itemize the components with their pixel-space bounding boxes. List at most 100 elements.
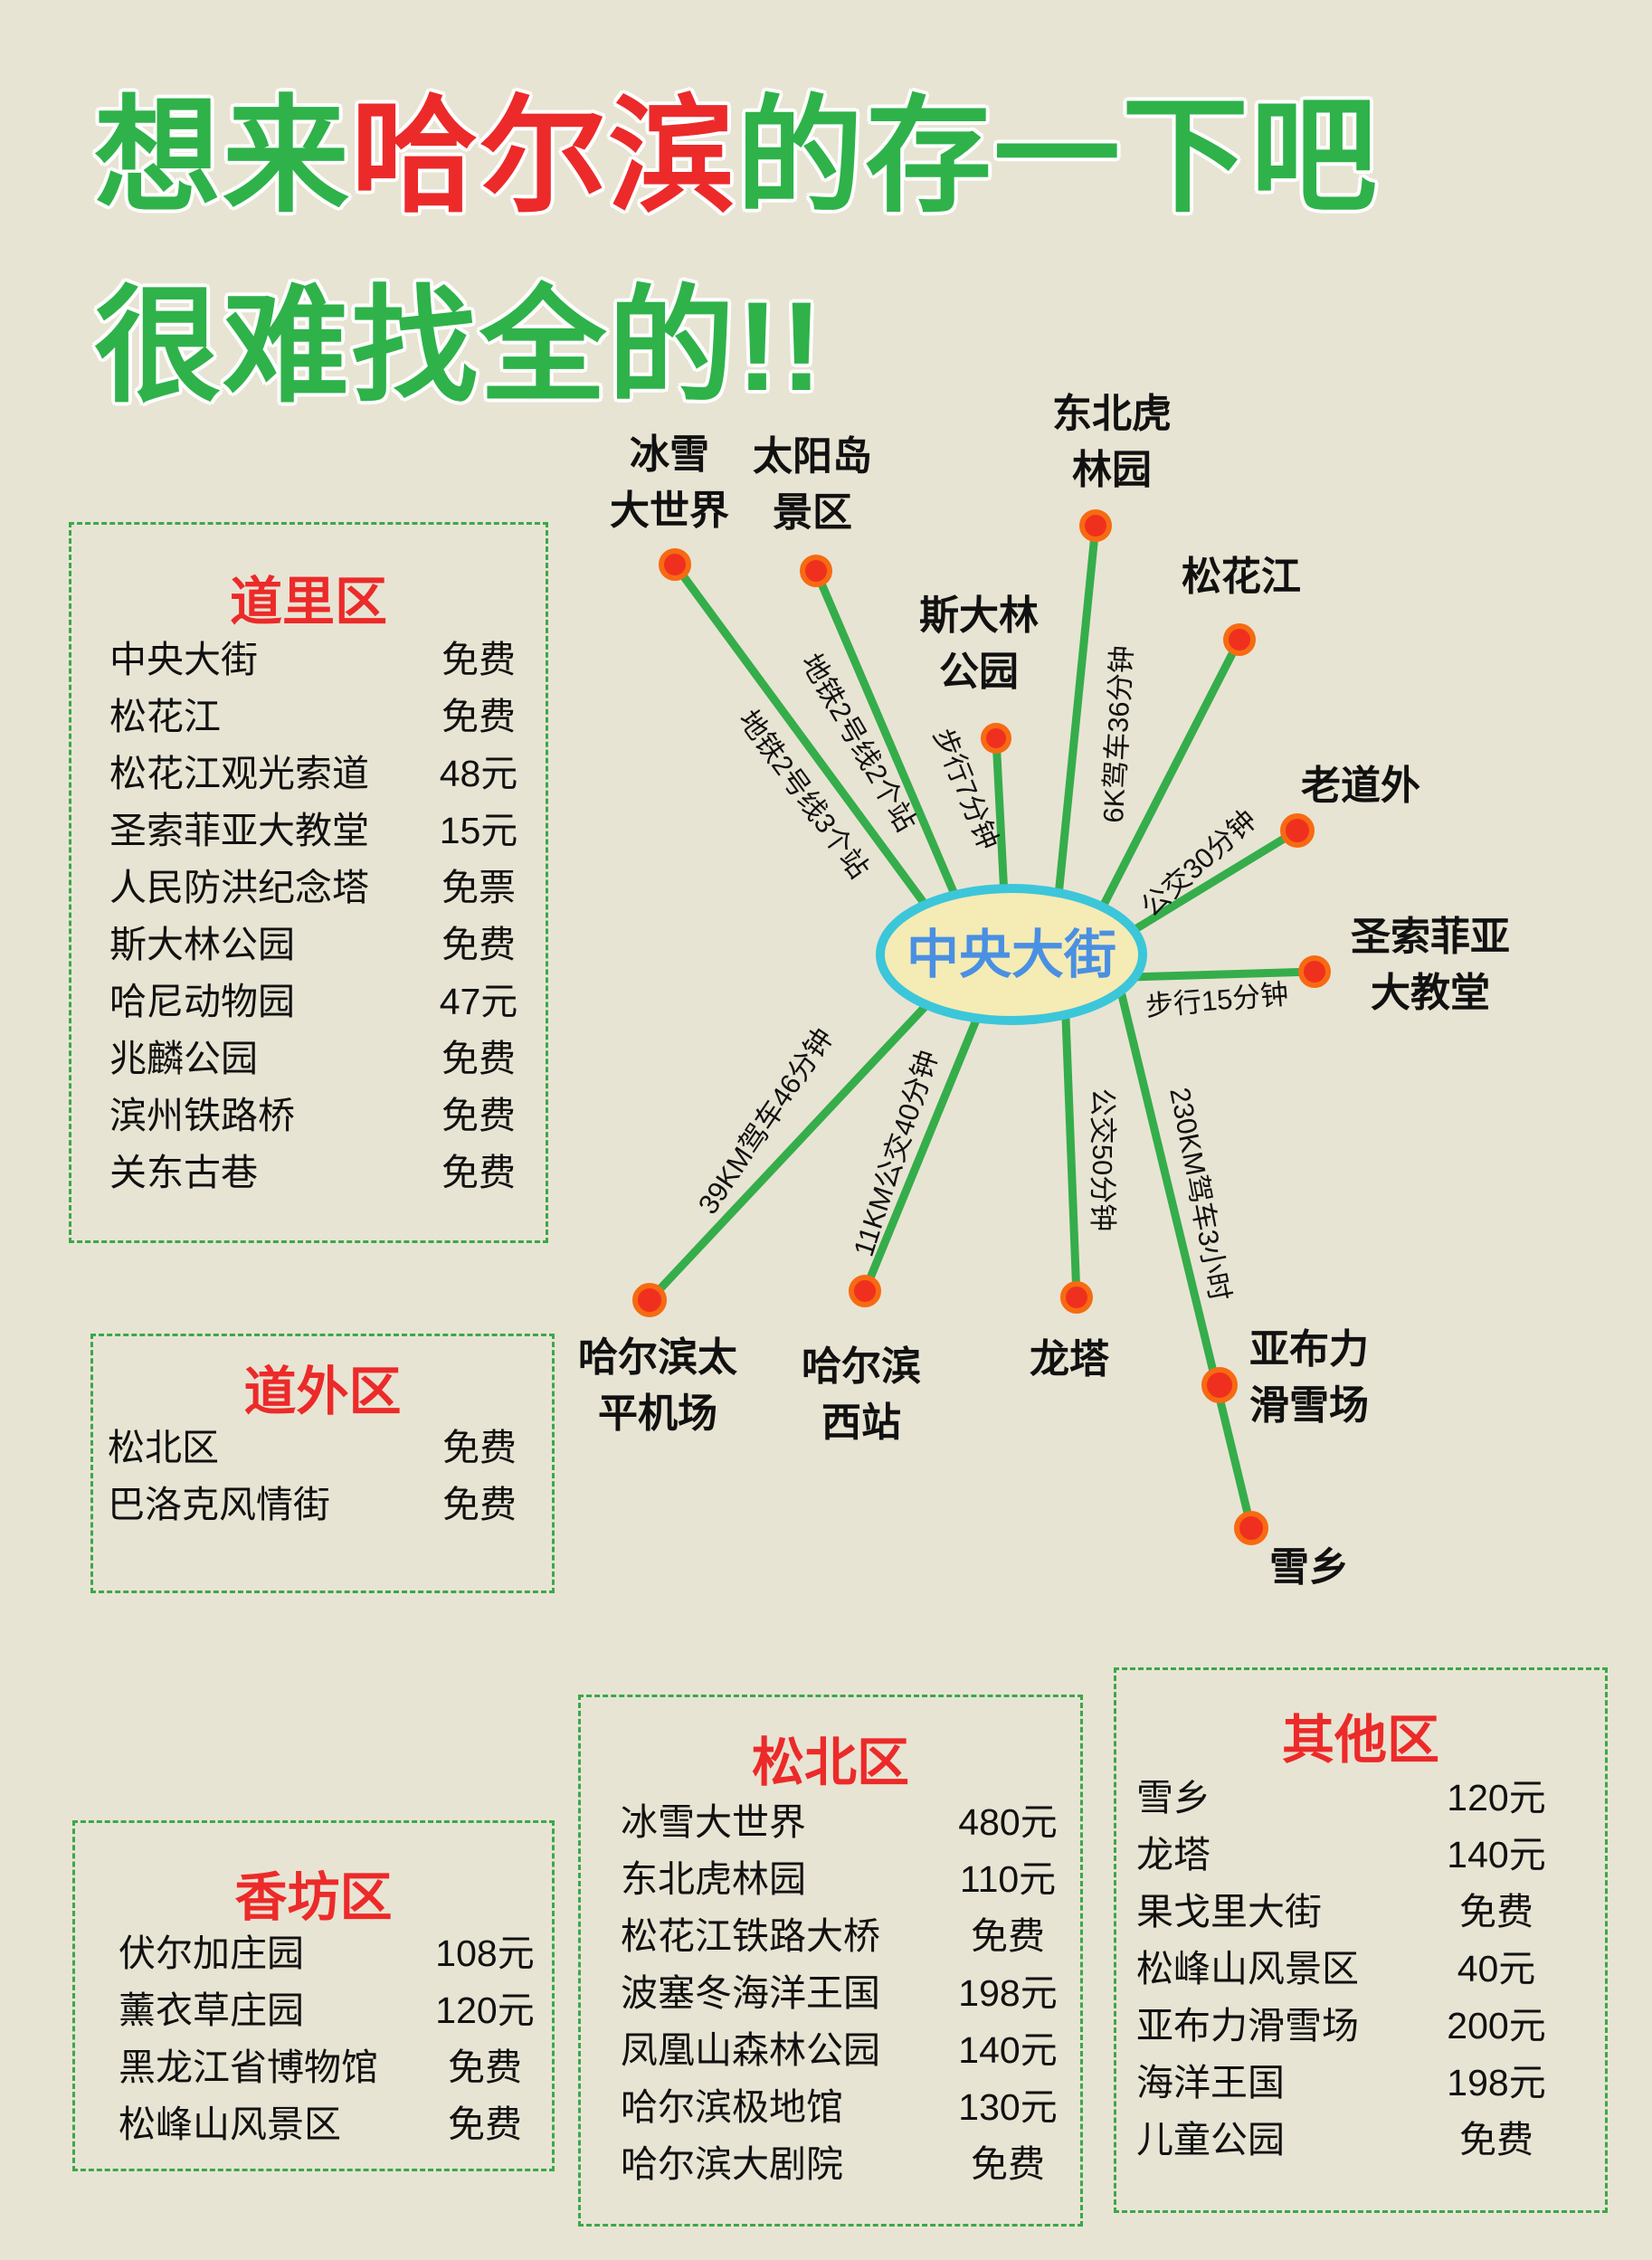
node-label-xuexiang: 雪乡 bbox=[1269, 1545, 1349, 1590]
attraction-row: 儿童公园 免费 bbox=[1136, 2112, 1551, 2169]
attraction-row: 波塞冬海洋王国 198元 bbox=[621, 1965, 1062, 2022]
line-songhuajiang bbox=[1099, 635, 1244, 909]
attraction-name: 圣索菲亚大教堂 bbox=[109, 810, 369, 851]
attraction-name: 东北虎林园 bbox=[621, 1858, 806, 1900]
attraction-name: 关东古巷 bbox=[109, 1152, 258, 1193]
edge-label-shengsuofeiya: 步行15分钟 bbox=[1144, 978, 1290, 1022]
district-title: 道里区 bbox=[229, 573, 387, 631]
attraction-price: 480元 bbox=[958, 1801, 1058, 1843]
attraction-row: 斯大林公园 免费 bbox=[109, 916, 533, 973]
attraction-price: 140元 bbox=[1447, 1834, 1546, 1875]
attraction-name: 伏尔加庄园 bbox=[119, 1932, 304, 1974]
title-segment-highlight: 哈尔滨 bbox=[351, 85, 737, 227]
page-title-line2: 很难找全的!! bbox=[94, 275, 825, 417]
attraction-row: 松花江铁路大桥免费 bbox=[621, 1908, 1062, 1965]
attraction-row: 兆麟公园免费 bbox=[109, 1030, 533, 1087]
attraction-price: 40元 bbox=[1457, 1948, 1536, 1989]
dot-laodaowai bbox=[1280, 813, 1315, 848]
node-label-yabuli: 亚布力 滑雪场 bbox=[1249, 1327, 1369, 1428]
attraction-name: 滨州铁路桥 bbox=[109, 1095, 295, 1136]
district-box-daowai: 道外区 松北区免费巴洛克风情街免费 bbox=[90, 1334, 555, 1593]
node-label-bingxue: 冰雪 大世界 bbox=[610, 432, 729, 533]
attraction-row: 松峰山风景区免费 bbox=[119, 2096, 539, 2153]
attraction-row: 巴洛克风情街 免费 bbox=[108, 1477, 534, 1534]
center-node bbox=[876, 884, 1147, 1025]
attraction-name: 波塞冬海洋王国 bbox=[621, 1972, 880, 2014]
attraction-name: 亚布力滑雪场 bbox=[1136, 2005, 1359, 2046]
attraction-row: 中央大街免费 bbox=[109, 631, 533, 688]
attraction-price: 免费 bbox=[441, 696, 516, 737]
title-segment: 想来 bbox=[94, 85, 352, 227]
attraction-price: 120元 bbox=[1447, 1777, 1546, 1818]
line-longta bbox=[1061, 1013, 1081, 1302]
node-label-taiyangdao: 太阳岛 景区 bbox=[753, 434, 872, 535]
attraction-name: 松北区 bbox=[108, 1427, 219, 1468]
attraction-list: 雪乡 120元龙塔 140元果戈里大街免费松峰山风景区 40元亚布力滑雪场 200元海洋… bbox=[1136, 1770, 1551, 2169]
attraction-name: 海洋王国 bbox=[1136, 2062, 1285, 2103]
node-label-sidalin: 斯大林 公园 bbox=[919, 593, 1039, 694]
node-label-longta: 龙塔 bbox=[1030, 1337, 1109, 1382]
attraction-price: 110元 bbox=[959, 1858, 1057, 1900]
line-dongbeihu bbox=[1054, 521, 1100, 900]
attraction-price: 120元 bbox=[435, 1989, 535, 2031]
page-title-line1: 想来哈尔滨的存一下吧 bbox=[94, 54, 1379, 237]
attraction-name: 冰雪大世界 bbox=[621, 1801, 806, 1843]
line-xuexiang bbox=[1117, 991, 1256, 1533]
dot-airport bbox=[632, 1283, 667, 1317]
route-lines bbox=[645, 521, 1319, 1533]
attraction-name: 儿童公园 bbox=[1136, 2119, 1285, 2160]
node-label-songhuajiang: 松花江 bbox=[1182, 555, 1301, 599]
attraction-price: 免费 bbox=[971, 2143, 1045, 2185]
attraction-price: 免票 bbox=[441, 867, 516, 908]
attraction-row: 果戈里大街免费 bbox=[1136, 1884, 1551, 1941]
edge-label-longta: 公交50分钟 bbox=[1087, 1088, 1118, 1231]
attraction-row: 松峰山风景区 40元 bbox=[1136, 1941, 1551, 1998]
attraction-name: 哈尔滨大剧院 bbox=[621, 2143, 843, 2185]
attraction-name: 松花江观光索道 bbox=[109, 753, 369, 794]
attraction-name: 龙塔 bbox=[1136, 1834, 1211, 1875]
attraction-price: 免费 bbox=[971, 1915, 1045, 1957]
attraction-name: 薰衣草庄园 bbox=[119, 1989, 304, 2031]
route-dots bbox=[632, 509, 1331, 1545]
attraction-price: 48元 bbox=[439, 753, 518, 794]
attraction-row: 松花江免费 bbox=[109, 688, 533, 745]
edge-label-xuexiang: 230KM驾车3小时 bbox=[1163, 1085, 1236, 1304]
attraction-price: 免费 bbox=[448, 2103, 522, 2145]
attraction-price: 200元 bbox=[1447, 2005, 1546, 2046]
attraction-name: 人民防洪纪念塔 bbox=[109, 867, 369, 908]
dot-bingxue bbox=[659, 548, 691, 581]
attraction-price: 免费 bbox=[1459, 2119, 1533, 2160]
attraction-row: 雪乡 120元 bbox=[1136, 1770, 1551, 1827]
attraction-price: 免费 bbox=[448, 2046, 522, 2088]
attraction-row: 薰衣草庄园 120元 bbox=[119, 1982, 539, 2039]
attraction-price: 免费 bbox=[441, 924, 516, 965]
attraction-price: 免费 bbox=[442, 1484, 517, 1525]
attraction-price: 198元 bbox=[958, 1972, 1058, 2014]
attraction-row: 人民防洪纪念塔 免票 bbox=[109, 859, 533, 916]
attraction-name: 巴洛克风情街 bbox=[108, 1484, 330, 1525]
attraction-name: 斯大林公园 bbox=[109, 924, 295, 965]
attraction-row: 亚布力滑雪场 200元 bbox=[1136, 1998, 1551, 2055]
attraction-row: 滨州铁路桥免费 bbox=[109, 1087, 533, 1144]
line-xizhan bbox=[860, 1013, 982, 1296]
edge-label-dongbeihu: 6K驾车36分钟 bbox=[1097, 644, 1138, 823]
line-laodaowai bbox=[1126, 826, 1302, 936]
node-label-xizhan: 哈尔滨 西站 bbox=[802, 1344, 921, 1445]
attraction-row: 黑龙江省博物馆免费 bbox=[119, 2039, 539, 2096]
dot-taiyangdao bbox=[800, 555, 832, 587]
attraction-name: 哈尼动物园 bbox=[109, 981, 295, 1022]
attraction-name: 雪乡 bbox=[1136, 1777, 1211, 1818]
attraction-price: 免费 bbox=[441, 1152, 516, 1193]
dot-shengsuofeiya bbox=[1298, 955, 1331, 988]
district-title: 松北区 bbox=[751, 1733, 909, 1792]
node-label-shengsuofeiya: 圣索菲亚 大教堂 bbox=[1351, 915, 1510, 1015]
attraction-name: 松峰山风景区 bbox=[1136, 1948, 1359, 1989]
node-label-dongbeihu: 东北虎 林园 bbox=[1052, 392, 1172, 492]
attraction-name: 兆麟公园 bbox=[109, 1038, 258, 1079]
attraction-row: 龙塔 140元 bbox=[1136, 1827, 1551, 1884]
